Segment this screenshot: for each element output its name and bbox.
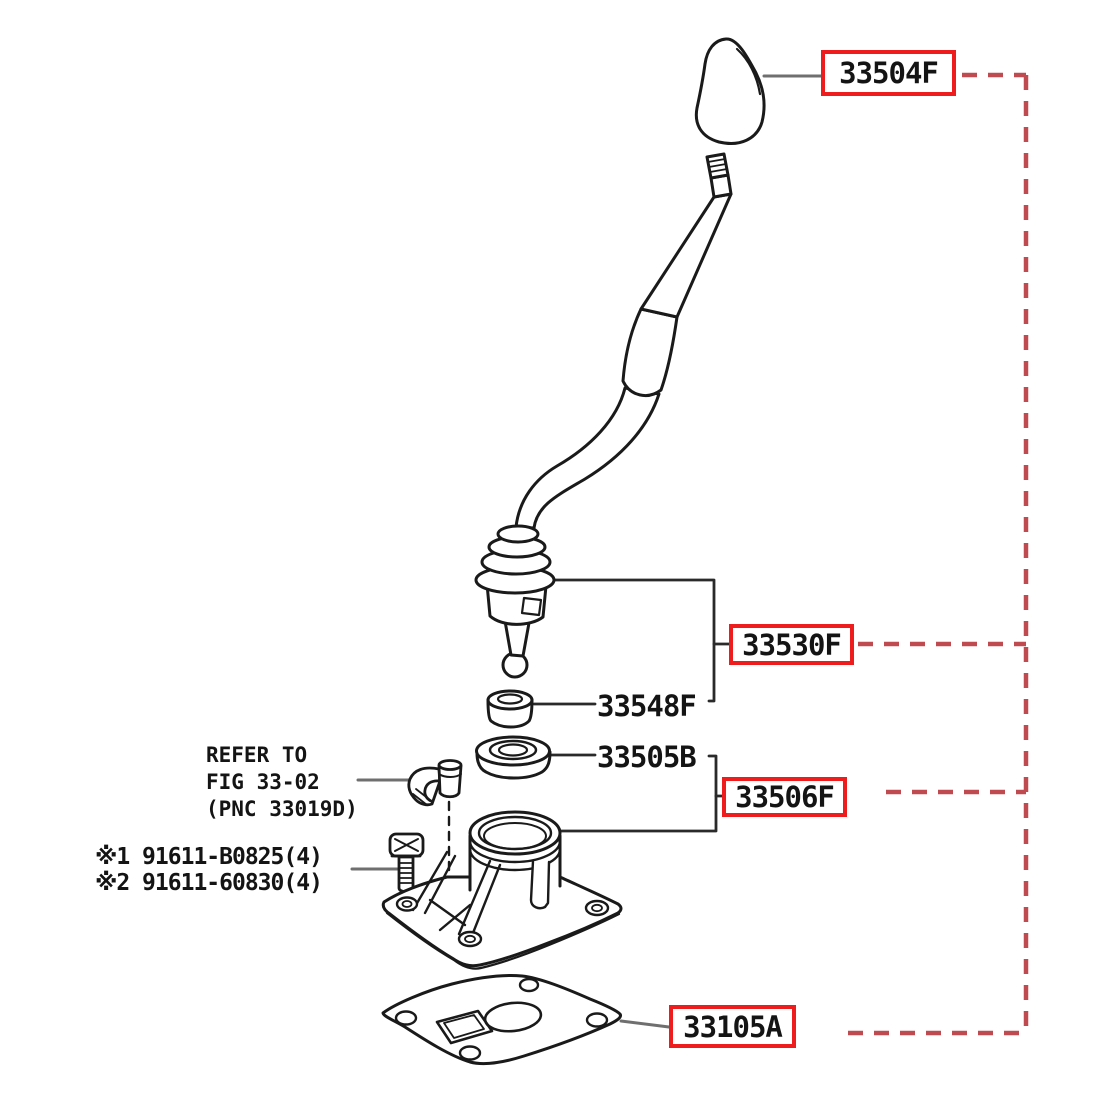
refer-note-line1: REFER TO	[206, 743, 308, 767]
lever-boot-and-ball-drawing	[474, 524, 556, 679]
red-dashed-leader-lines	[848, 72, 1029, 1036]
bolt-spec-note: ※1 91611-B0825(4) ※2 91611-60830(4)	[95, 844, 323, 896]
part-number-box-33504f[interactable]: 33504F	[821, 50, 956, 96]
bracket-lines	[532, 578, 731, 833]
gasket-plate-drawing	[381, 974, 622, 1066]
part-number-33530f: 33530F	[742, 627, 842, 662]
part-number-33105a: 33105A	[683, 1009, 783, 1044]
part-number-33505b: 33505B	[597, 740, 697, 774]
part-number-box-33506f[interactable]: 33506F	[722, 777, 847, 817]
bolt-spec-line2: ※2 91611-60830(4)	[95, 870, 323, 896]
part-number-box-33530f[interactable]: 33530F	[729, 624, 854, 665]
refer-note-line2: FIG 33-02	[206, 770, 320, 794]
shift-knob-drawing	[694, 37, 766, 145]
refer-note: REFER TO FIG 33-02 (PNC 33019D)	[206, 742, 358, 823]
seal-ring-drawing	[475, 735, 552, 780]
bushing-drawing	[486, 689, 534, 729]
bolt-spec-line1: ※1 91611-B0825(4)	[95, 844, 323, 870]
refer-note-line3: (PNC 33019D)	[206, 797, 358, 821]
shift-lever-shaft-drawing	[514, 152, 733, 530]
bolt-drawing	[388, 832, 425, 894]
leader-connector-lines	[350, 74, 823, 1029]
retainer-housing-drawing	[381, 810, 623, 970]
part-number-box-33105a[interactable]: 33105A	[669, 1005, 796, 1048]
part-number-33504f: 33504F	[839, 56, 939, 90]
elbow-fitting-drawing	[407, 759, 463, 908]
part-number-33548f: 33548F	[597, 689, 697, 723]
part-number-33506f: 33506F	[735, 780, 835, 814]
